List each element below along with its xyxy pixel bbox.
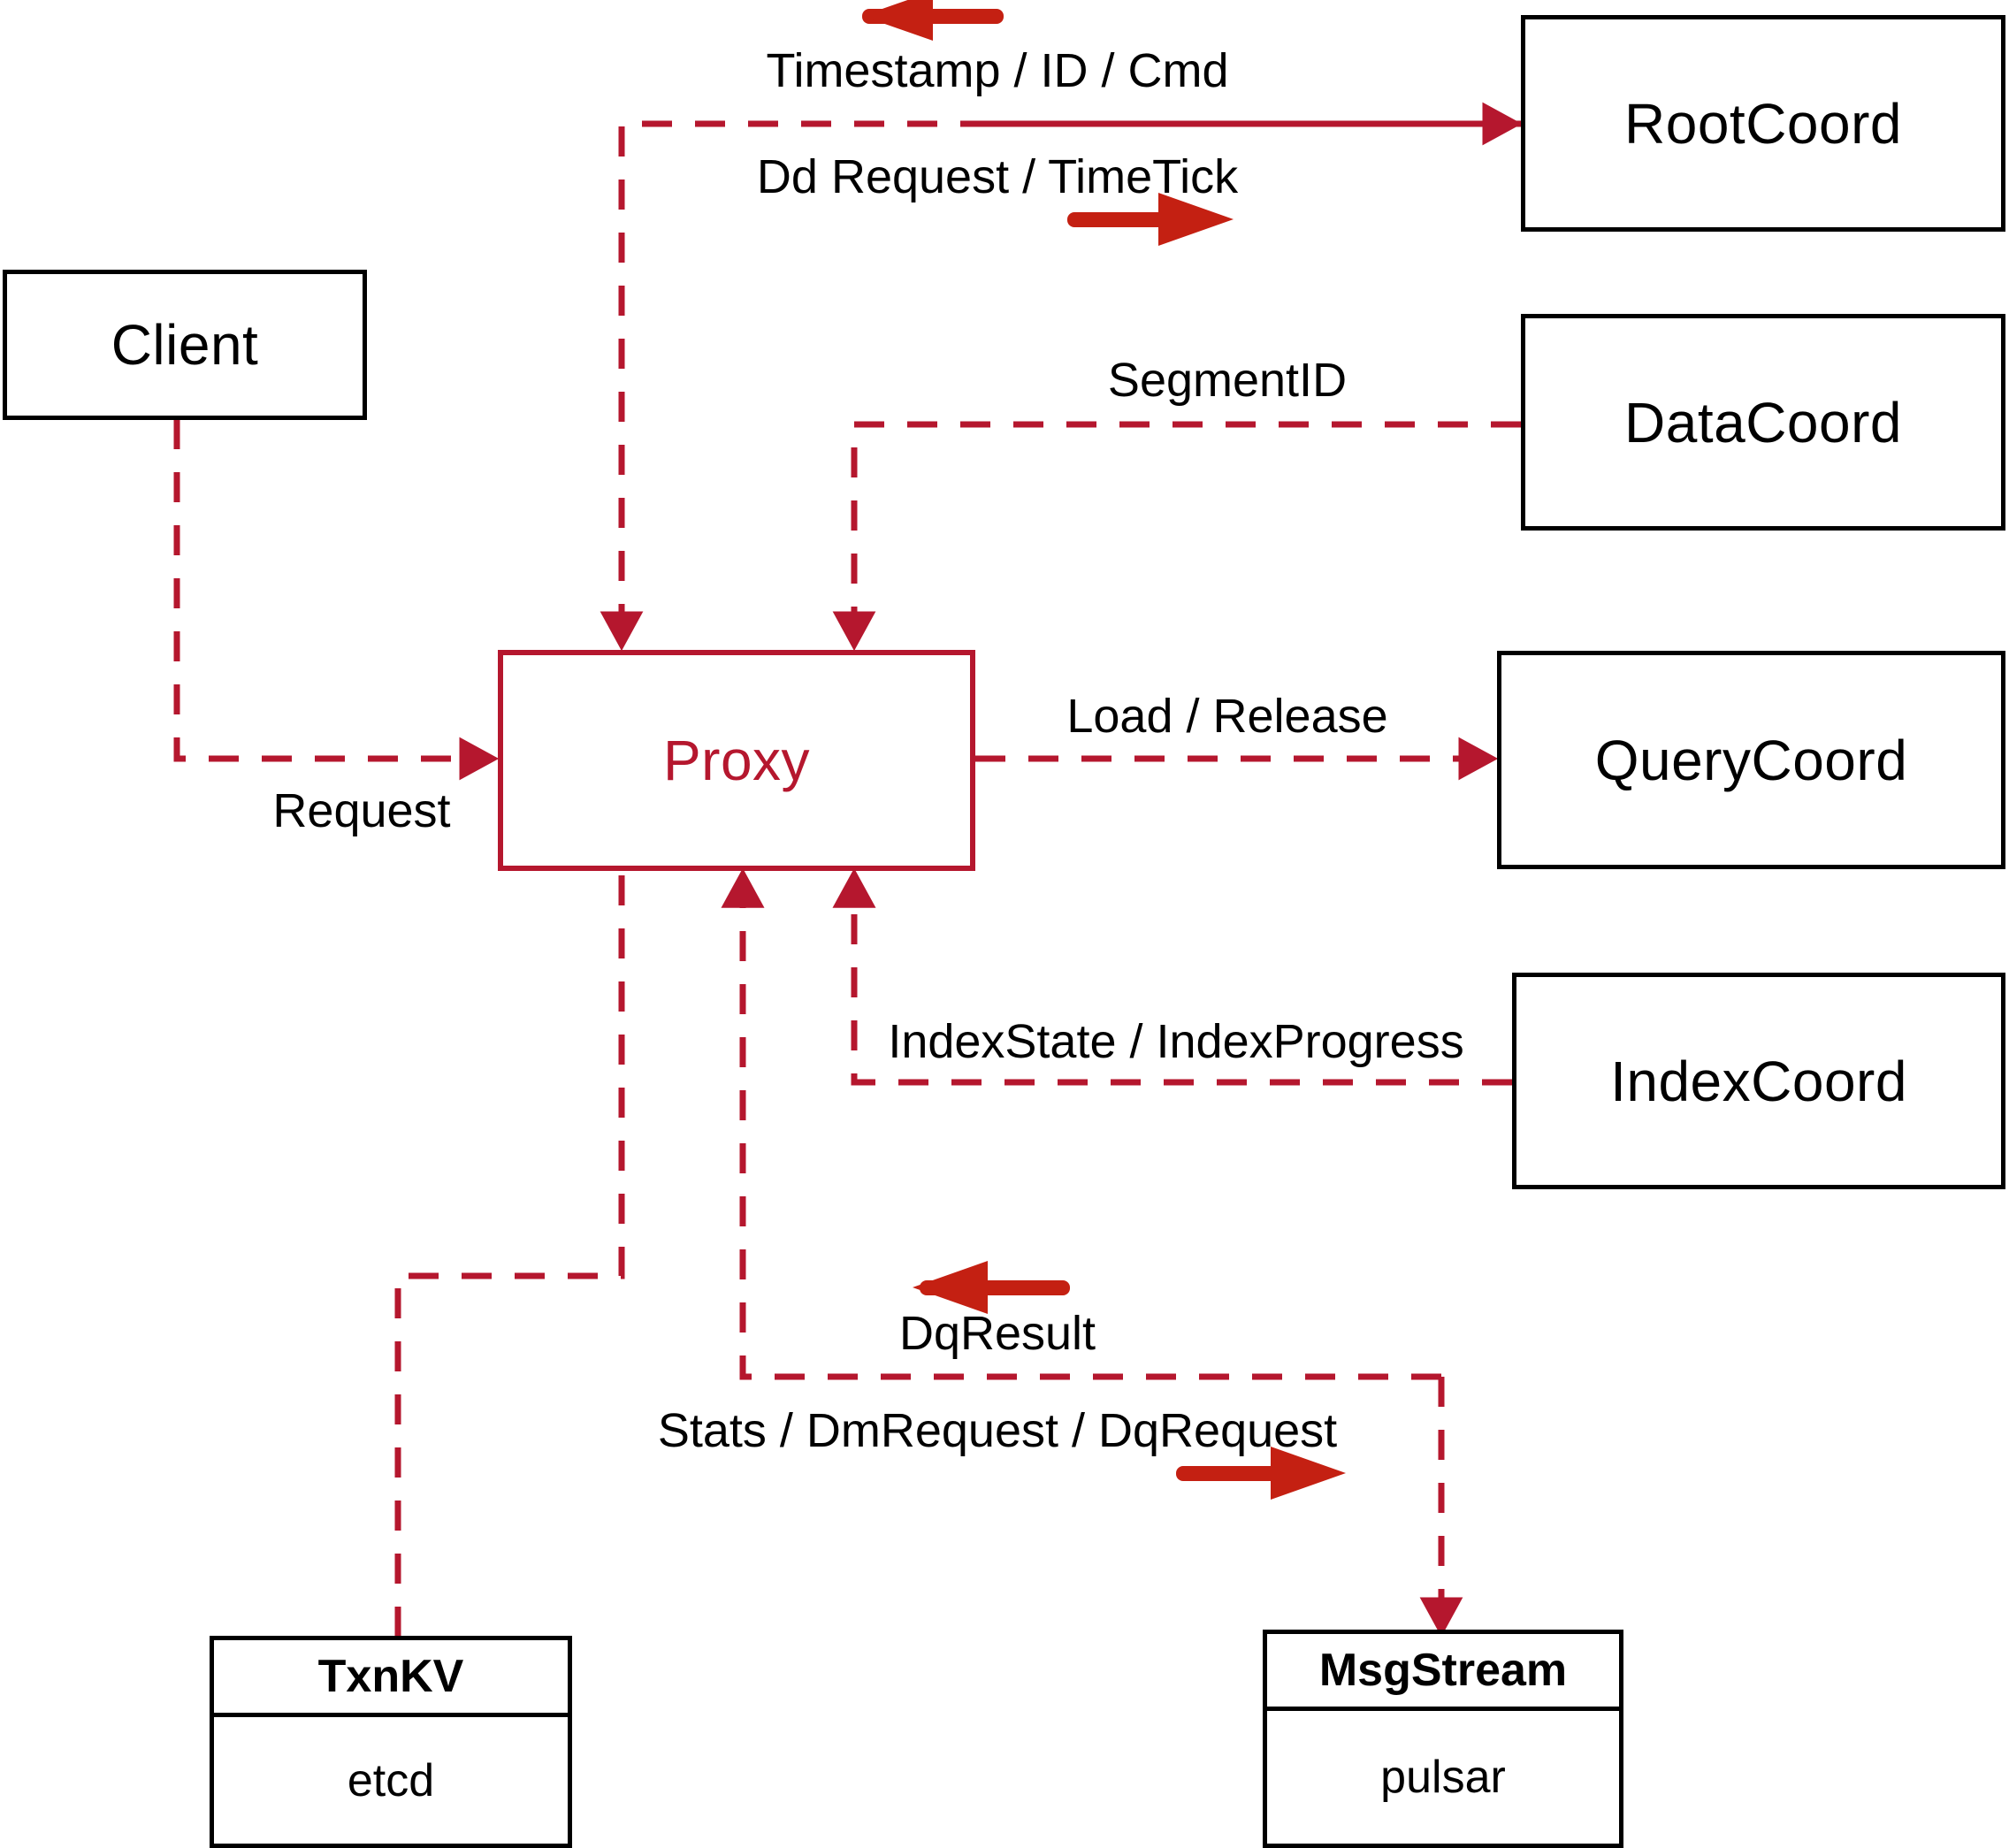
- node-proxy-label: Proxy: [662, 729, 811, 792]
- node-querycoord[interactable]: QueryCoord: [1497, 651, 2005, 869]
- edge-label-load-release: Load / Release: [1066, 690, 1388, 743]
- edge-label-segmentid: SegmentID: [1107, 354, 1348, 407]
- node-datacoord[interactable]: DataCoord: [1521, 314, 2005, 531]
- direction-arrow-left-icon: [862, 0, 1004, 41]
- store-msgstream-title: MsgStream: [1267, 1634, 1619, 1711]
- store-txnkv-impl: etcd: [347, 1754, 435, 1806]
- edge-label-dd-request-timetick: Dd Request / TimeTick: [756, 150, 1239, 203]
- edge-label-timestamp-id-cmd: Timestamp / ID / Cmd: [766, 44, 1229, 97]
- edge-rootcoord-response: [600, 120, 1521, 652]
- node-proxy[interactable]: Proxy: [498, 650, 975, 871]
- store-msgstream-impl: pulsar: [1380, 1752, 1506, 1803]
- node-indexcoord[interactable]: IndexCoord: [1512, 973, 2005, 1189]
- direction-arrow-right-dqrequest-icon: [1176, 1447, 1346, 1500]
- direction-arrow-group: [862, 0, 1346, 1500]
- edge-msgstream-dqresult: [721, 867, 1441, 1380]
- edge-indexcoord-state: [832, 867, 1512, 1086]
- edge-label-dqresult: DqResult: [898, 1307, 1096, 1360]
- edge-txnkv-link: [394, 875, 625, 1636]
- edge-label-request: Request: [272, 784, 451, 837]
- edge-datacoord-segmentid: [832, 421, 1521, 652]
- node-indexcoord-label: IndexCoord: [1610, 1049, 1907, 1113]
- node-datacoord-label: DataCoord: [1624, 390, 1902, 454]
- store-txnkv[interactable]: TxnKV etcd: [210, 1636, 572, 1848]
- node-rootcoord[interactable]: RootCoord: [1521, 15, 2005, 232]
- direction-arrow-right-icon: [1067, 193, 1234, 246]
- node-querycoord-label: QueryCoord: [1594, 728, 1908, 792]
- node-client-label: Client: [111, 313, 259, 377]
- edge-label-indexstate-indexprogress: IndexState / IndexProgress: [888, 1015, 1464, 1068]
- edge-label-stats-dmrequest-dqrequest: Stats / DmRequest / DqRequest: [657, 1404, 1338, 1457]
- edge-client-request: [173, 419, 500, 781]
- direction-arrow-left-dqresult-icon: [913, 1261, 1070, 1314]
- node-client[interactable]: Client: [3, 270, 367, 420]
- store-msgstream[interactable]: MsgStream pulsar: [1263, 1630, 1623, 1848]
- node-rootcoord-label: RootCoord: [1624, 91, 1902, 156]
- store-txnkv-title: TxnKV: [214, 1640, 568, 1717]
